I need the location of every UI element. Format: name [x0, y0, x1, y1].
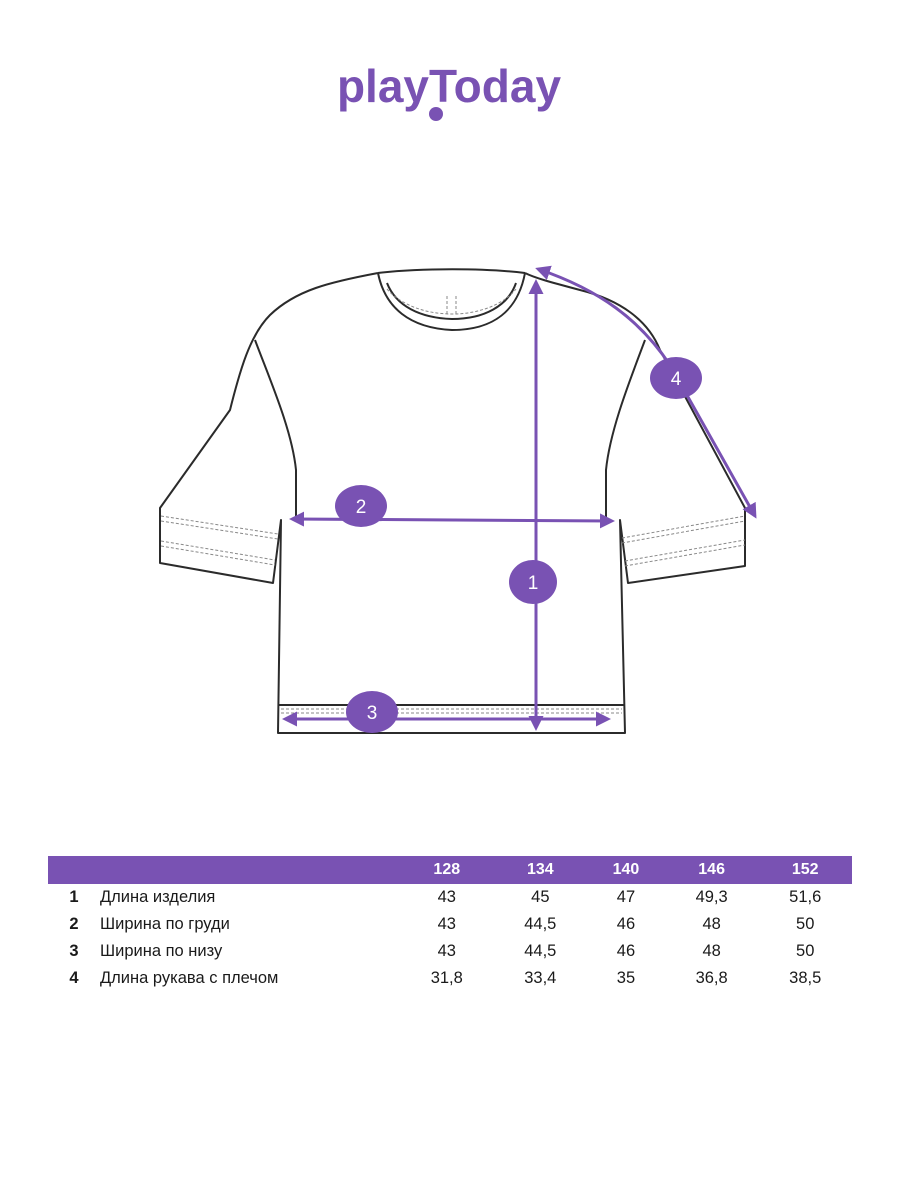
row-value: 43: [437, 888, 456, 906]
row-value: 47: [616, 888, 636, 906]
row-value: 33,4: [524, 969, 557, 987]
row-label: Ширина по низу: [100, 942, 223, 960]
marker-3: 3: [346, 691, 398, 733]
row-number: 1: [69, 888, 79, 906]
row-label: Ширина по груди: [100, 915, 230, 933]
row-value: 50: [796, 942, 815, 960]
svg-text:2: 2: [356, 497, 367, 518]
size-header: 146: [664, 856, 759, 884]
row-value: 44,5: [524, 915, 557, 933]
row-value: 45: [531, 888, 550, 906]
brand-logo-dot: [429, 107, 443, 121]
row-value: 46: [616, 942, 636, 960]
table-row: 3 Ширина по низу 43 44,5 46 48 50: [48, 938, 852, 965]
sleeve-length-line: [535, 265, 757, 519]
row-value: 48: [702, 915, 721, 933]
row-value: 51,6: [789, 888, 822, 906]
row-value: 50: [796, 915, 815, 933]
row-value: 43: [437, 942, 456, 960]
row-label: Длина рукава с плечом: [100, 969, 279, 987]
tshirt-outline: [159, 268, 746, 734]
size-table: 128 134 140 146 152 1 Длина изделия 43 4…: [48, 856, 852, 992]
marker-1: 1: [509, 560, 557, 604]
brand-logo: playToday: [337, 60, 562, 121]
svg-text:3: 3: [367, 703, 378, 724]
tshirt-size-diagram: 1 2 3 4: [159, 265, 757, 734]
size-header-row: 128 134 140 146 152: [48, 856, 852, 884]
row-number: 4: [69, 969, 79, 987]
marker-2: 2: [335, 485, 387, 527]
row-value: 31,8: [430, 969, 463, 987]
size-header: 134: [493, 856, 588, 884]
row-value: 44,5: [524, 942, 557, 960]
row-value: 36,8: [695, 969, 728, 987]
size-header: 128: [400, 856, 494, 884]
row-value: 43: [437, 915, 456, 933]
row-label: Длина изделия: [100, 888, 216, 906]
table-row: 1 Длина изделия 43 45 47 49,3 51,6: [48, 884, 852, 911]
header-blank-index: [48, 856, 100, 884]
row-value: 35: [616, 969, 636, 987]
row-value: 46: [616, 915, 636, 933]
row-value: 38,5: [789, 969, 822, 987]
size-header: 140: [587, 856, 665, 884]
svg-text:4: 4: [671, 369, 682, 390]
header-blank-label: [100, 856, 400, 884]
table-row: 2 Ширина по груди 43 44,5 46 48 50: [48, 911, 852, 938]
svg-text:1: 1: [528, 573, 539, 594]
marker-4: 4: [650, 357, 702, 399]
table-row: 4 Длина рукава с плечом 31,8 33,4 35 36,…: [48, 965, 852, 992]
row-number: 2: [69, 915, 79, 933]
size-header: 152: [758, 856, 852, 884]
chest-width-line: [289, 511, 615, 529]
row-number: 3: [69, 942, 79, 960]
row-value: 49,3: [695, 888, 728, 906]
brand-logo-text: playToday: [337, 60, 562, 112]
row-value: 48: [702, 942, 721, 960]
stitch-lines: [160, 288, 746, 714]
